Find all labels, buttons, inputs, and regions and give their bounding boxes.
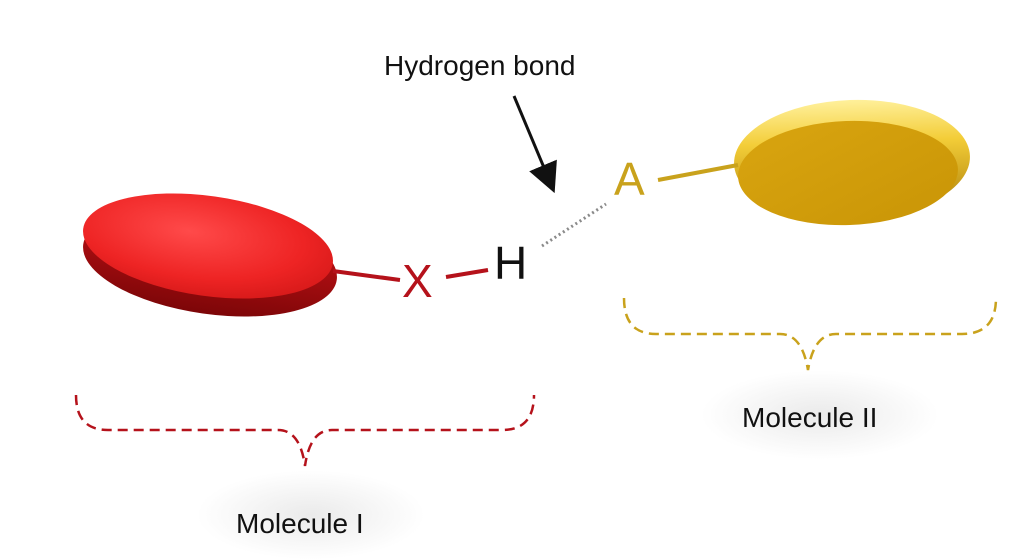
hydrogen-atom-label: H — [494, 237, 528, 289]
diagram-graphics — [74, 95, 998, 467]
x-h-bond — [445, 268, 489, 279]
molecule-1-x-bond — [332, 269, 401, 282]
molecule-1-label-glow — [196, 470, 426, 560]
molecule-2-brace — [622, 297, 998, 371]
hydrogen-bond-label: Hydrogen bond — [384, 50, 576, 81]
hydrogen-bond-dotted-line — [541, 202, 607, 248]
acceptor-atom-label: A — [614, 153, 645, 205]
molecule-2-a-bond — [657, 163, 739, 182]
donor-atom-label: X — [402, 255, 433, 307]
molecule-1-label: Molecule I — [236, 508, 364, 539]
molecule-2-disc — [734, 99, 970, 226]
molecule-1-disc — [83, 193, 337, 317]
hydrogen-bond-diagram: X H A Hydrogen bond Molecule I Molecule … — [74, 50, 998, 560]
hydrogen-bond-arrow — [512, 95, 557, 194]
molecule-1-brace — [74, 394, 536, 467]
molecule-2-label-glow — [700, 370, 940, 460]
molecule-2-label: Molecule II — [742, 402, 878, 433]
